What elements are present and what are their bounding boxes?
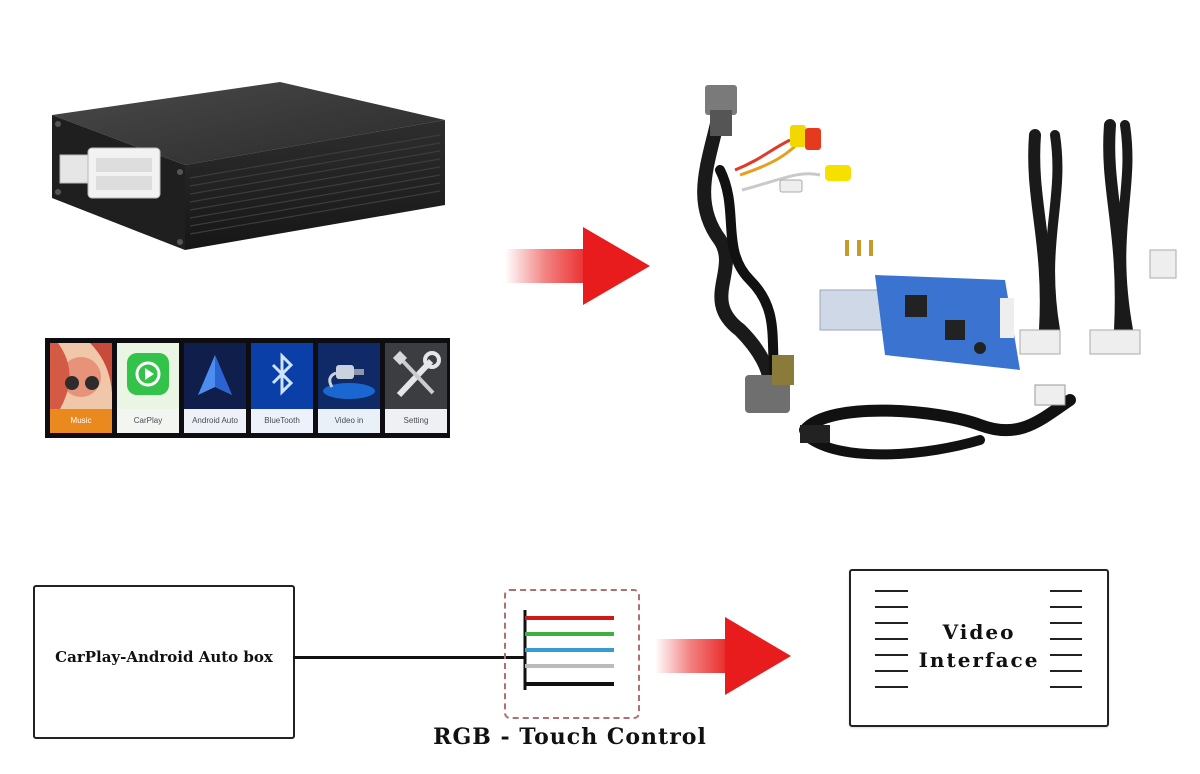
launcher-screen xyxy=(45,338,450,438)
app-label: Video in xyxy=(318,409,380,433)
arrow-right-icon xyxy=(505,227,650,305)
connection-label: RGB - Touch Control xyxy=(433,724,707,750)
carplay-box-photo xyxy=(52,82,445,250)
video-interface-label: Video Interface xyxy=(900,618,1058,674)
app-label: CarPlay xyxy=(117,409,179,433)
carplay-icon xyxy=(117,343,179,409)
wrench-screwdriver-icon xyxy=(385,343,447,409)
video-interface-line-1: Video xyxy=(942,620,1016,644)
harness-kit-photo xyxy=(697,85,1177,460)
android-auto-icon xyxy=(184,343,246,409)
app-label: Setting xyxy=(385,409,447,433)
bluetooth-icon xyxy=(251,343,313,409)
app-tile-bluetooth[interactable]: BlueTooth xyxy=(251,343,313,433)
connection-line xyxy=(293,656,525,659)
video-interface-line-2: Interface xyxy=(918,648,1040,672)
rgb-wire-bundle xyxy=(504,589,640,719)
app-label: Music xyxy=(50,409,112,433)
wire-stripes xyxy=(523,610,614,690)
app-label: Android Auto xyxy=(184,409,246,433)
source-box-label: CarPlay-Android Auto box xyxy=(55,648,273,666)
app-tile-carplay[interactable]: CarPlay xyxy=(117,343,179,433)
app-label: BlueTooth xyxy=(251,409,313,433)
app-tile-music[interactable]: Music xyxy=(50,343,112,433)
app-tile-video-in[interactable]: Video in xyxy=(318,343,380,433)
screen-lines xyxy=(875,590,1082,688)
arrow-right-icon xyxy=(655,617,791,695)
app-tile-setting[interactable]: Setting xyxy=(385,343,447,433)
app-tile-android-auto[interactable]: Android Auto xyxy=(184,343,246,433)
video-interface-diagram xyxy=(849,569,1109,727)
video-in-icon xyxy=(318,343,380,409)
music-icon xyxy=(50,343,112,409)
carplay-box-diagram xyxy=(33,585,295,739)
